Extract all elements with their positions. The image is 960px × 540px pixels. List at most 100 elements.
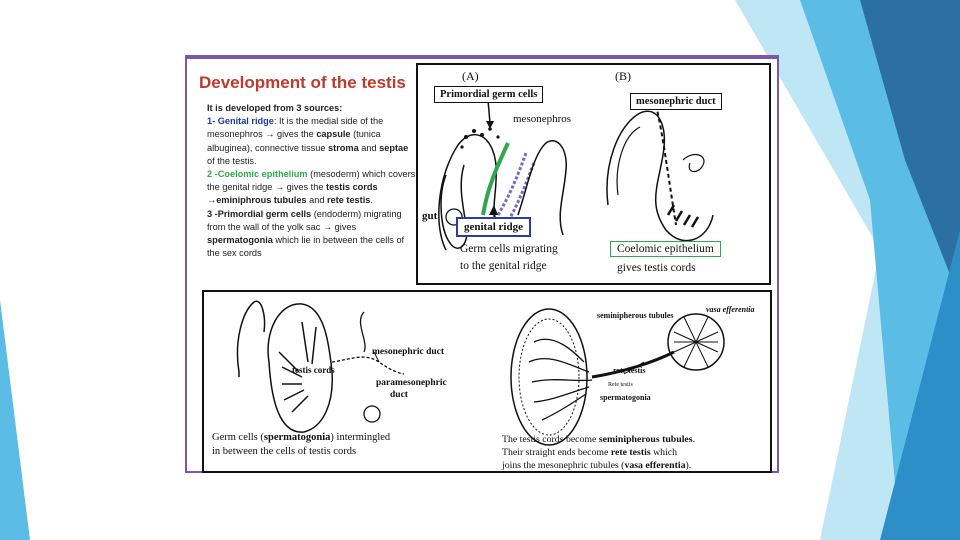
caption-a-line2: to the genital ridge	[460, 260, 547, 272]
figure-a-label: (A)	[462, 69, 479, 83]
mesonephric-duct-label: mesonephric duct	[630, 93, 722, 110]
left-tube	[236, 300, 266, 377]
source-1-text: gives the	[274, 129, 317, 140]
diagram-panel-top: (A) (B) Primordial germ cells mesonephro…	[416, 63, 771, 285]
label-pointer	[623, 361, 645, 375]
testis-cord-marks	[666, 204, 700, 228]
caption-b-line1: Coelomic epithelium	[610, 241, 721, 257]
source-2-label: 2 -Coelomic epithelium	[207, 169, 308, 180]
seminiferous-tubule-loops	[528, 338, 593, 421]
mesonephros-loop	[438, 133, 501, 251]
source-3-text: (endoderm) migrating from the wall of th…	[207, 208, 402, 232]
caption-text: .	[692, 434, 696, 445]
vasa-efferentia-disc	[667, 313, 725, 371]
genital-ridge-label: genital ridge	[456, 217, 531, 237]
paramesonephric-label-1: paramesonephric	[376, 378, 447, 388]
bottom-right-caption-line1: The testis cords become seminipherous tu…	[502, 434, 695, 445]
figure-b-outer	[606, 110, 714, 242]
figure-b-duct	[655, 104, 677, 226]
vasa-efferentia-label: vasa efferentia	[706, 305, 755, 314]
source-3-text: gives	[332, 221, 357, 232]
caption-emphasis: vasa efferentia	[624, 460, 686, 471]
source-3-spermatogonia: spermatogonia	[207, 235, 273, 246]
bg-shape-dark	[860, 0, 960, 300]
caption-text: Germ cells (	[212, 432, 264, 443]
caption-text: which	[650, 447, 678, 458]
spermatogonia-label: spermatogonia	[600, 393, 651, 402]
caption-b-line2: gives testis cords	[617, 262, 696, 274]
source-1-text: (tunica albuginea), connective tissue	[207, 129, 381, 153]
caption-text: Their straight ends become	[502, 447, 611, 458]
caption-text: ).	[685, 460, 692, 471]
diagram-panel-bottom: mesonephric duct testis cords paramesone…	[202, 290, 772, 473]
bottom-right-caption-line2: Their straight ends become rete testis w…	[502, 447, 677, 458]
vasa-efferentia-spokes	[673, 316, 719, 368]
arrow-icon: →	[274, 182, 285, 193]
testis-cords-spokes	[278, 321, 317, 413]
slide-content: Development of the testis It is develope…	[185, 55, 779, 473]
gut-label: gut	[422, 210, 438, 222]
bottom-diagram-drawing	[236, 300, 725, 446]
source-2: 2 -Coelomic epithelium (mesoderm) which …	[207, 168, 417, 208]
germ-cell-dots	[460, 127, 500, 149]
slide-title: Development of the testis	[199, 73, 406, 92]
source-1-septae: septae	[379, 142, 409, 153]
bottom-left-caption-line1: Germ cells (spermatogonia) intermingled	[212, 432, 390, 443]
slide-body-text: It is developed from 3 sources: 1- Genit…	[207, 102, 417, 260]
caption-emphasis: spermatogonia	[263, 432, 331, 443]
migrating-cells-purple	[496, 152, 536, 226]
source-3-text: which lie in between the cells of the se…	[207, 235, 405, 259]
rete-testis-label: rete testis	[613, 366, 646, 375]
rete-testis-small-label: Rete testis	[608, 382, 633, 388]
arrowhead	[489, 205, 498, 215]
left-duct	[331, 356, 405, 375]
figure-b-label: (B)	[615, 69, 631, 83]
arrow-to-germ-cells	[487, 99, 491, 124]
source-1-text: of the testis.	[207, 155, 257, 166]
bottom-right-caption-line3: joins the mesonephric tubules (vasa effe…	[502, 460, 691, 471]
bottom-left-caption-line2: in between the cells of testis cords	[212, 446, 357, 457]
caption-a-line1: Germ cells migrating	[460, 243, 558, 255]
figure-b-cords	[682, 153, 705, 173]
source-1-label: 1- Genital ridge	[207, 116, 274, 127]
seminiferous-tubules-label: seminipherous tubules	[597, 311, 674, 320]
caption-text: The testis cords become	[502, 434, 599, 445]
source-3: 3 -Primordial germ cells (endoderm) migr…	[207, 208, 417, 261]
testis-cords-label: testis cords	[292, 365, 335, 375]
figure-b-inner	[616, 126, 641, 196]
label-pointer	[373, 351, 380, 363]
paramesonephric-circle	[363, 405, 381, 423]
primordial-germ-cells-label: Primordial germ cells	[434, 86, 544, 103]
paramesonephric-label-2: duct	[390, 390, 408, 400]
intro-line: It is developed from 3 sources:	[207, 103, 343, 113]
arrow-icon: →	[322, 221, 333, 232]
top-diagram-drawing	[438, 99, 714, 251]
left-testis-outline	[267, 303, 333, 433]
caption-emphasis: rete testis	[610, 447, 651, 458]
arrowhead	[486, 121, 494, 129]
source-1-text: and	[358, 142, 380, 153]
source-3-label: 3 -Primordial germ cells	[207, 208, 312, 219]
source-2-text: gives the	[284, 182, 327, 193]
source-1-text: : It is the medial side of the mesonephr…	[207, 116, 384, 140]
source-2-rete: rete testis	[326, 195, 371, 206]
right-testis-outline	[510, 308, 588, 446]
source-1-stroma: stroma	[328, 142, 359, 153]
left-secondary-tube	[359, 311, 366, 353]
caption-text: ) intermingled	[330, 432, 391, 443]
right-testis-inner	[518, 318, 580, 436]
bottom-mesonephric-duct-label: mesonephric duct	[372, 347, 445, 357]
bg-shape-dark-lower	[880, 230, 960, 540]
source-1-capsule: capsule	[316, 129, 351, 140]
arrow-icon: →	[207, 195, 217, 206]
source-2-text: (mesoderm) which covers the genital ridg…	[207, 169, 416, 193]
source-2-tubules: eminiphrous tubules	[216, 195, 307, 206]
source-2-text: .	[370, 195, 373, 206]
source-1: 1- Genital ridge: It is the medial side …	[207, 115, 417, 168]
caption-text: joins the mesonephric tubules (	[502, 460, 625, 471]
mesonephros-label: mesonephros	[513, 113, 572, 125]
source-2-cords: testis cords	[326, 182, 378, 193]
arrow-icon: →	[265, 129, 275, 140]
mesonephros-outline	[517, 140, 567, 236]
